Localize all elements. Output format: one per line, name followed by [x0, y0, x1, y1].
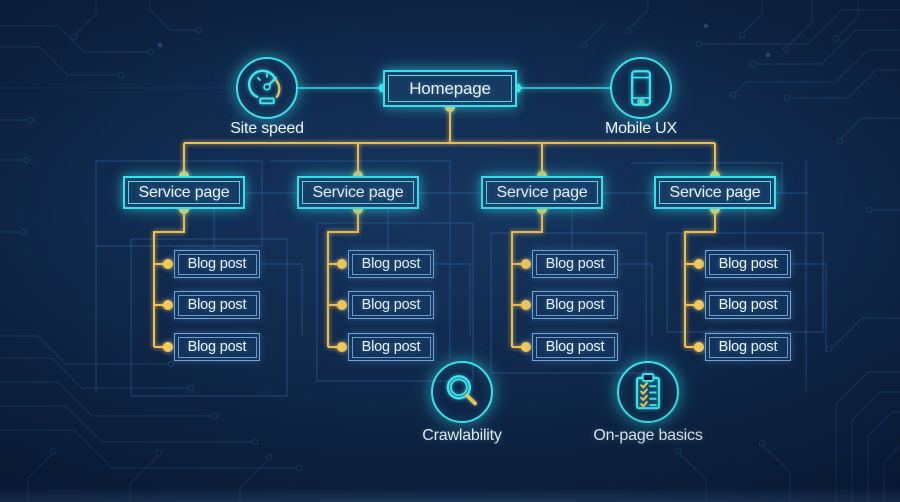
blog-post-node: Blog post [532, 291, 618, 319]
connector-dot [163, 342, 173, 352]
connector-dot [521, 300, 531, 310]
connector-dot [163, 259, 173, 269]
blog-post-node: Blog post [174, 291, 260, 319]
crawlability-label: Crawlability [422, 427, 502, 444]
service-page-node: Service page [123, 176, 245, 209]
service-page-node: Service page [297, 176, 419, 209]
connector-dot [694, 300, 704, 310]
blog-post-node: Blog post [532, 250, 618, 278]
connector-dot [694, 259, 704, 269]
blog-post-node: Blog post [348, 250, 434, 278]
connector-dot [694, 342, 704, 352]
on-page-basics-icon [617, 361, 679, 423]
service-page-node: Service page [481, 176, 603, 209]
blog-post-node: Blog post [532, 333, 618, 361]
service-page-node: Service page [654, 176, 776, 209]
site-speed-label: Site speed [230, 120, 304, 137]
bottom-accent-band [0, 489, 900, 502]
homepage-node: Homepage [383, 70, 517, 107]
blog-post-node: Blog post [348, 291, 434, 319]
connector-dot [337, 259, 347, 269]
on-page-basics-label: On-page basics [593, 427, 703, 444]
crawlability-icon [431, 361, 493, 423]
blog-post-node: Blog post [705, 291, 791, 319]
site-speed-icon [236, 57, 298, 119]
connector-dot [337, 342, 347, 352]
connector-dot [163, 300, 173, 310]
connector-dot [521, 342, 531, 352]
blog-post-node: Blog post [174, 250, 260, 278]
connector-dot [521, 259, 531, 269]
blog-post-node: Blog post [174, 333, 260, 361]
mobile-ux-label: Mobile UX [604, 120, 677, 137]
blog-post-node: Blog post [705, 333, 791, 361]
mobile-ux-icon [610, 57, 672, 119]
connector-dot [337, 300, 347, 310]
blog-post-node: Blog post [705, 250, 791, 278]
blog-post-node: Blog post [348, 333, 434, 361]
